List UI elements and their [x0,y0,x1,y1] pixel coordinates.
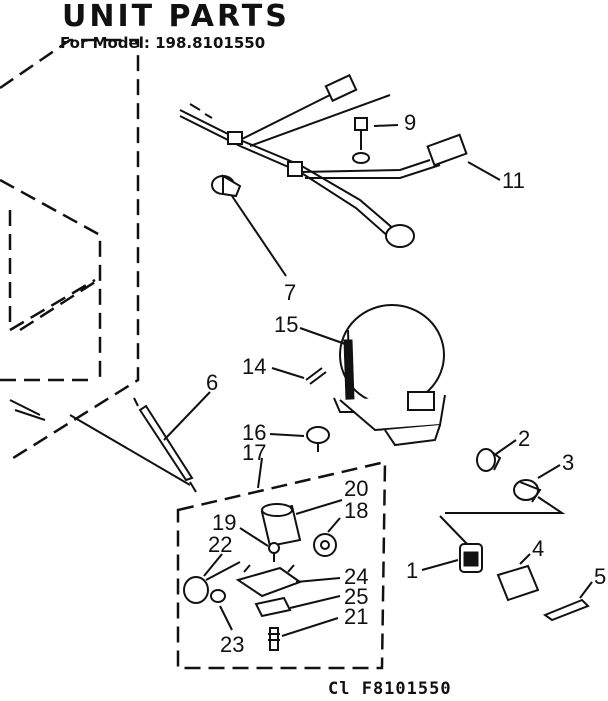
part-2-bushing [476,448,502,472]
callout-9: 9 [404,110,417,135]
callout-21: 21 [344,604,369,629]
part-4-cover [496,564,540,602]
callout-11: 11 [502,168,525,193]
part-7-clip [211,174,242,198]
part-19-screw [268,542,280,562]
callout-14: 14 [242,354,267,379]
callout-4: 4 [532,536,545,561]
callout-1: 1 [406,558,419,583]
part-22-relay [183,561,241,604]
part-20-capacitor [260,503,302,548]
callout-6: 6 [206,370,219,395]
cabinet-outline [0,38,140,462]
part-1-overload [439,515,483,573]
part-16-grommet [306,426,330,452]
group-17-box [176,460,387,670]
part-18-cap [313,533,337,557]
compressor [333,304,446,447]
drawing-code: Cl F8101550 [328,679,452,699]
part-3-connector [445,479,566,514]
callout-22: 22 [208,532,233,557]
page-title: UNIT PARTS [62,0,290,34]
callout-23: 23 [220,632,245,657]
callout-19: 19 [212,510,237,535]
callout-15: 15 [274,312,299,337]
callout-5: 5 [594,564,607,589]
part-14-clip [305,367,327,385]
leader-lines [163,124,593,637]
callout-17: 17 [242,440,267,465]
part-25-plate [254,596,292,618]
callout-2: 2 [518,426,531,451]
part-6-drier [69,397,197,493]
callout-16: 16 [242,420,267,445]
part-24-bracket [235,564,303,598]
part-5-clip [542,598,590,622]
callout-20: 20 [344,476,369,501]
callout-18: 18 [344,498,369,523]
callout-24: 24 [344,564,369,589]
wiring-harness [179,73,468,248]
callout-3: 3 [562,450,575,475]
part-9-screw [352,117,370,164]
callout-7: 7 [284,280,297,305]
callout-25: 25 [344,584,369,609]
model-subtitle: For Model: 198.8101550 [60,34,266,52]
part-21-screw [268,627,280,651]
